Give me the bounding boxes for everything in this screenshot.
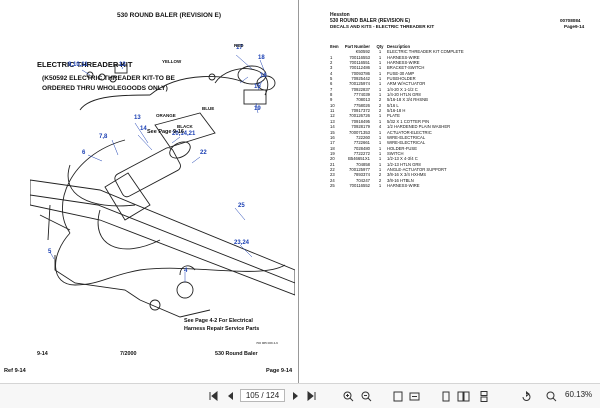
last-page-icon[interactable]	[306, 389, 318, 403]
callout-16: 16	[260, 73, 267, 79]
see-page-9-16-note: See Page 9-16	[147, 129, 184, 135]
two-page-icon[interactable]	[456, 389, 470, 403]
callout-25: 25	[238, 203, 245, 209]
callout-12: 12	[119, 62, 126, 68]
callout-18: 18	[258, 55, 265, 61]
frame-beam	[30, 179, 295, 296]
left-page-header: 530 ROUND BALER (REVISION E)	[117, 12, 222, 19]
wire-label-blue: BLUE	[202, 106, 215, 111]
right-page-subtitle: DECALS AND KITS - ELECTRIC THREADER KIT	[330, 24, 435, 29]
zoom-level-display[interactable]: 60.13%	[565, 390, 593, 399]
wire-label-black: BLACK	[177, 124, 193, 129]
left-footer-model: 530 Round Baler	[215, 351, 258, 357]
right-page-ref: Page9-14	[564, 24, 585, 29]
page-number-input[interactable]: 105 / 124	[240, 389, 285, 402]
kit-note-line-2: ORDERED THRU WHOLEGOODS ONLY)	[42, 84, 168, 92]
callout-17: 17	[236, 45, 243, 51]
document-spread: 530 ROUND BALER (REVISION E) ELECTRIC TH…	[4, 0, 592, 383]
document-number: 00708084	[560, 18, 581, 23]
fit-page-icon[interactable]	[392, 389, 404, 403]
callout-14: 14	[140, 126, 147, 132]
zoom-out-icon[interactable]	[360, 389, 372, 403]
left-footer-page: 9-14	[37, 351, 48, 357]
parts-list-header: Item Part Number Qty Description	[330, 44, 411, 49]
kit-note-line-1: (K50592 ELECTRIC THREADER KIT-TO BE	[42, 75, 175, 82]
drawing-code: 700 965 009 4-9	[256, 341, 278, 345]
callout-15: 15	[254, 84, 261, 90]
continuous-scroll-icon[interactable]	[478, 389, 490, 403]
threader-kit-diagram	[30, 55, 295, 318]
callout-9-10-11: 9,10,11	[68, 62, 88, 68]
callout-20-14-21: 20,14,21	[172, 131, 196, 137]
callout-23-24: 23,24	[234, 240, 250, 246]
callout-7-8: 7,8	[99, 134, 108, 140]
zoom-level-icon[interactable]	[545, 389, 557, 403]
wire-label-red: RED	[234, 43, 244, 48]
viewer-toolbar: 105 / 124	[0, 383, 600, 408]
right-page-title: 530 ROUND BALER (REVISION E)	[330, 18, 411, 24]
first-page-icon[interactable]	[207, 389, 219, 403]
left-footer-date: 7/2000	[120, 351, 137, 357]
callout-22: 22	[200, 150, 207, 156]
zoom-in-icon[interactable]	[342, 389, 354, 403]
brand-name: Hesston	[330, 12, 350, 18]
page-divider	[298, 0, 299, 383]
ref-label: Ref 9-14	[4, 368, 26, 374]
electrical-harness-note: See Page 4-2 For Electrical Harness Repa…	[184, 318, 260, 332]
wire-label-orange: ORANGE	[156, 113, 176, 118]
actuator-body	[114, 147, 181, 198]
callout-6: 6	[82, 150, 86, 156]
kit-title: ELECTRIC THREADER KIT	[37, 60, 133, 69]
prev-page-icon[interactable]	[224, 389, 236, 403]
single-page-icon[interactable]	[440, 389, 452, 403]
callout-13: 13	[134, 115, 141, 121]
kit-note: (K50592 ELECTRIC THREADER KIT-TO BE ORDE…	[42, 74, 175, 93]
rotate-icon[interactable]	[520, 389, 532, 403]
page-ref-label: Page 9-14	[266, 368, 293, 374]
callout-19: 19	[254, 106, 261, 112]
wire-label-yellow: YELLOW	[162, 59, 182, 64]
callout-5: 5	[48, 249, 52, 255]
callout-4: 4	[184, 268, 188, 274]
next-page-icon[interactable]	[290, 389, 302, 403]
fit-width-icon[interactable]	[408, 389, 420, 403]
